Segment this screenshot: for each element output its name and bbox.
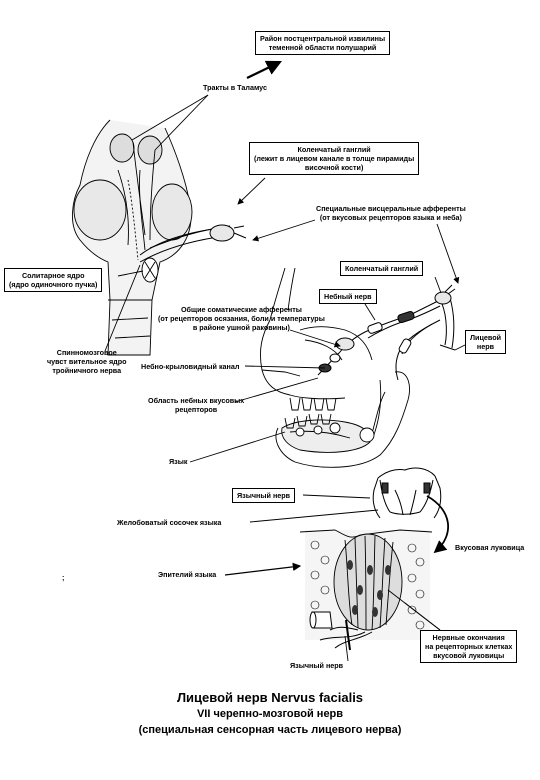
brainstem-illustration: [72, 119, 193, 356]
label-tongue-epithelium: Эпителий языка: [158, 570, 217, 579]
label-facial-nerve: Лицевой нерв: [465, 330, 507, 354]
label-lingual-nerve-box: Язычный нерв: [232, 488, 296, 503]
facial-nerve-root: [139, 224, 247, 263]
label-vallate-papilla: Желобоватый сосочек языка: [117, 518, 222, 527]
label-tongue: Язык: [169, 457, 188, 466]
label-spinal-nucleus: Спинномозговое чувст вительное ядро трой…: [47, 348, 127, 375]
thalamus-tracts-lines: [131, 94, 209, 241]
taste-bud-illustration: [299, 529, 433, 649]
label-special-visceral: Специальные висцеральные афференты (от в…: [316, 204, 466, 222]
title-line-1: Лицевой нерв Nervus facialis: [176, 690, 364, 705]
label-nerve-endings: Нервные окончания на рецепторных клетках…: [420, 630, 518, 663]
title-line-2: VII черепно-мозговой нерв: [196, 708, 344, 720]
solitary-nucleus-marker: [141, 257, 159, 283]
label-postcentral-area: Район постцентральной извилины теменной …: [255, 31, 391, 55]
label-palatine-nerve: Небный нерв: [319, 289, 377, 304]
stray-mark: ;: [62, 573, 65, 582]
vallate-papilla-illustration: [372, 467, 442, 519]
label-geniculate-ganglion-top: Коленчатый ганглий (лежит в лицевом кана…: [249, 142, 420, 175]
title-line-3: (специальная сенсорная часть лицевого не…: [138, 724, 402, 736]
leader-lines: [104, 60, 466, 662]
label-pterygopalatine-canal: Небно-крыловидный канал: [141, 362, 240, 371]
label-lingual-nerve-bottom: Язычный нерв: [290, 661, 344, 670]
label-geniculate-ganglion-right: Коленчатый ганглий: [340, 261, 424, 276]
label-thalamus-tracts: Тракты в Таламус: [203, 83, 267, 92]
label-taste-bud: Вкусовая луковица: [455, 543, 525, 552]
label-general-somatic: Общие соматические афференты (от рецепто…: [158, 305, 325, 332]
head-section-illustration: [259, 267, 410, 468]
label-solitary-nucleus: Солитарное ядро (ядро одиночного пучка): [4, 268, 103, 292]
label-palatine-taste-area: Область небных вкусовых рецепторов: [148, 396, 245, 414]
stray-stroke: [345, 619, 351, 651]
